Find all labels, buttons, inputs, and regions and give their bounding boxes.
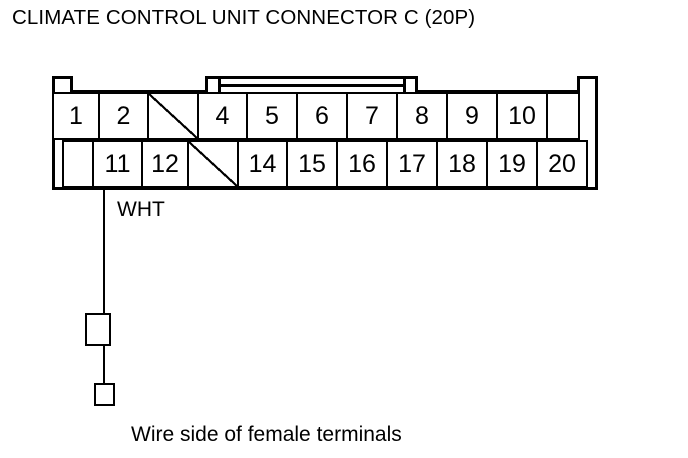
pin-cell-5: 5 — [246, 92, 298, 140]
pin-number-label: 9 — [465, 101, 479, 130]
pin-row-bottom: 11 12 14 15 16 17 18 19 20 — [62, 140, 588, 188]
pin-cell-4: 4 — [197, 92, 248, 140]
pin-cell-6: 6 — [296, 92, 348, 140]
pin-cell-14: 14 — [237, 140, 288, 188]
pin-cell-16: 16 — [336, 140, 388, 188]
shell-top-rail-right — [415, 90, 580, 93]
shell-right-tab-top — [577, 76, 598, 79]
pin-cell-unused-cavity — [187, 140, 239, 188]
pin-cell-20: 20 — [536, 140, 588, 188]
pin-cell-12: 12 — [141, 140, 189, 188]
pin-cell-18: 18 — [436, 140, 488, 188]
page-title: CLIMATE CONTROL UNIT CONNECTOR C (20P) — [12, 6, 476, 29]
shell-top-rail-left — [70, 90, 207, 93]
pin-number-label: 4 — [215, 101, 230, 130]
pin-number-label: 8 — [415, 101, 429, 130]
shell-right-tab-vertical — [595, 76, 598, 190]
pin-cell-1: 1 — [52, 92, 100, 140]
pin-cell-empty-slot — [62, 140, 94, 188]
shell-center-tab-inner-r — [403, 78, 406, 93]
pin-row-top: 1 2 4 5 6 7 8 9 10 — [52, 92, 580, 140]
pin-number-label: 16 — [348, 149, 376, 178]
pin-number-label: 15 — [298, 149, 326, 178]
diagram-caption: Wire side of female terminals — [131, 423, 402, 446]
terminal-body-small — [94, 383, 115, 406]
pin-cell-unused-cavity — [147, 92, 199, 140]
shell-left-tab-inner — [70, 76, 73, 92]
terminal-body-large — [85, 313, 111, 346]
pin-cell-9: 9 — [446, 92, 498, 140]
pin-number-label: 7 — [365, 101, 379, 130]
pin-number-label: 6 — [315, 101, 329, 130]
terminal-connector-line — [103, 344, 105, 384]
pin-cell-empty-slot — [546, 92, 580, 140]
shell-left-tab-vertical — [52, 76, 55, 92]
pin-number-label: 17 — [398, 149, 426, 178]
shell-left-rail — [52, 90, 55, 190]
pin-cell-19: 19 — [486, 140, 538, 188]
pin-cell-8: 8 — [396, 92, 448, 140]
pin-number-label: 20 — [548, 149, 576, 178]
pin-cell-2: 2 — [98, 92, 149, 140]
wire-line — [103, 188, 105, 315]
pin-cell-11: 11 — [92, 140, 143, 188]
shell-bottom-rail — [52, 187, 598, 190]
pin-number-label: 2 — [116, 101, 131, 130]
shell-center-tab-top — [205, 76, 418, 79]
pin-number-label: 12 — [151, 149, 179, 178]
shell-left-tab-top — [52, 76, 73, 79]
pin-number-label: 19 — [498, 149, 526, 178]
pin-number-label: 5 — [265, 101, 279, 130]
pin-number-label: 14 — [248, 149, 277, 178]
pin-cell-17: 17 — [386, 140, 438, 188]
pin-number-label: 1 — [69, 101, 83, 130]
shell-center-tab-left — [205, 76, 208, 93]
pin-cell-7: 7 — [346, 92, 398, 140]
pin-cell-15: 15 — [286, 140, 338, 188]
pin-number-label: 18 — [448, 149, 476, 178]
pin-cell-10: 10 — [496, 92, 548, 140]
shell-right-tab-inner — [577, 76, 580, 92]
shell-center-tab-bar — [218, 84, 405, 87]
shell-center-tab-right — [415, 76, 418, 93]
wire-color-label: WHT — [117, 198, 165, 221]
pin-number-label: 11 — [104, 149, 131, 178]
pin-number-label: 10 — [508, 101, 536, 130]
